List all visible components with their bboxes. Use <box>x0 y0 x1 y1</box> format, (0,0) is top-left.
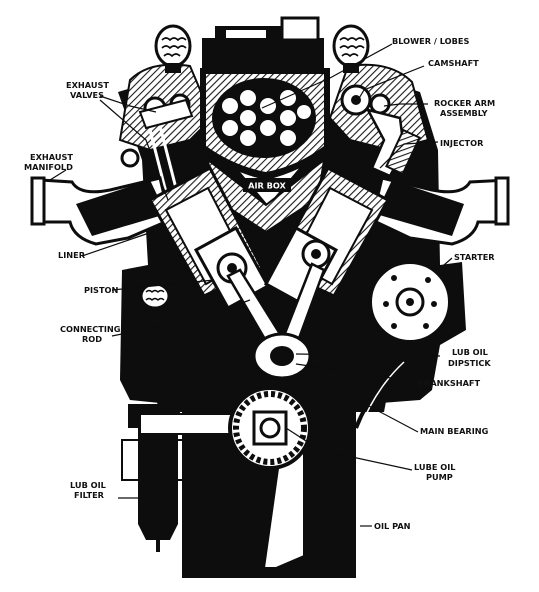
leader-lines <box>49 43 453 527</box>
labels: BLOWER / LOBES CAMSHAFT EXHAUST VALVES R… <box>24 36 495 531</box>
exhaust-manifold-label-1: EXHAUST <box>30 152 73 162</box>
exhaust-manifold-left <box>30 176 172 246</box>
valve-gear-right <box>340 84 421 178</box>
lube-oil-pump-label-1: LUBE OIL <box>414 462 455 472</box>
lub-oil-filter-label-1: LUB OIL <box>70 480 106 490</box>
lub-oil-dipstick-label-1: LUB OIL <box>452 347 488 357</box>
crankshaft-label: CRANKSHAFT <box>418 378 481 388</box>
exhaust-manifold-label-2: MANIFOLD <box>24 162 73 172</box>
connecting-rod-label-1: CONNECTING <box>60 324 121 334</box>
exhaust-valves-label-2: VALVES <box>70 90 104 100</box>
oil-pan-label: OIL PAN <box>374 521 411 531</box>
top-caps <box>154 24 370 73</box>
exhaust-valves-label-1: EXHAUST <box>66 80 109 90</box>
oil-pan <box>139 410 356 578</box>
rocker-arm-label-2: ASSEMBLY <box>440 108 489 118</box>
liner-label: LINER <box>58 250 86 260</box>
dipstick-tube <box>354 360 405 429</box>
valve-gear-left <box>120 93 194 201</box>
piston-label: PISTON <box>84 285 118 295</box>
air-box-label: AIR BOX <box>248 181 286 191</box>
lube-oil-pump-gear <box>228 386 312 470</box>
rocker-arm-label-1: ROCKER ARM <box>434 98 495 108</box>
main-bearing-label: MAIN BEARING <box>420 426 489 436</box>
side-cap <box>139 282 171 310</box>
injector-label: INJECTOR <box>440 138 484 148</box>
starter-label: STARTER <box>454 252 495 262</box>
camshaft-label: CAMSHAFT <box>428 58 479 68</box>
starter <box>368 260 452 344</box>
lub-oil-filter-label-2: FILTER <box>74 490 105 500</box>
exhaust-manifold-right <box>370 176 510 246</box>
lube-oil-pump-label-2: PUMP <box>426 472 453 482</box>
connecting-rod-label-2: ROD <box>82 334 102 344</box>
lub-oil-dipstick-label-2: DIPSTICK <box>448 358 491 368</box>
crankshaft <box>196 332 360 380</box>
blower-lobes <box>222 90 311 146</box>
blower-lobes-label: BLOWER / LOBES <box>392 36 469 46</box>
